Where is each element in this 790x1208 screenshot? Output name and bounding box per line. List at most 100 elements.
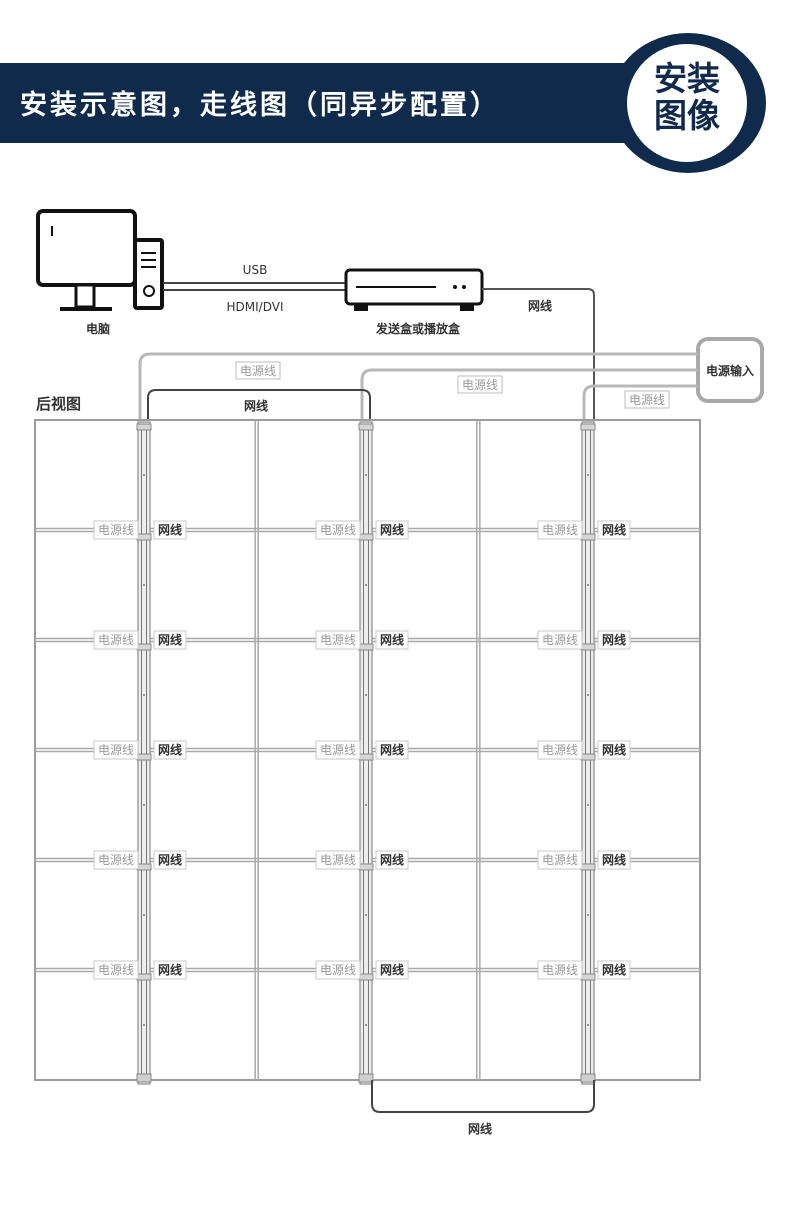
trunk-connector xyxy=(580,753,596,761)
trunk-connector xyxy=(580,973,596,981)
joint-power-tag xyxy=(537,960,583,980)
top-network-link xyxy=(147,389,371,425)
joint-power-label: 电源线 xyxy=(320,963,356,977)
joint-network-label: 网线 xyxy=(602,522,626,537)
bottom-network-link xyxy=(371,1080,595,1113)
joint-network-tag xyxy=(597,630,631,650)
hdmi-dvi-label: HDMI/DVI xyxy=(227,300,284,314)
power-input-label: 电源输入 xyxy=(706,363,754,378)
joint-power-label: 电源线 xyxy=(542,853,578,867)
trunk-dot xyxy=(143,914,145,916)
joint-power-tag xyxy=(93,960,139,980)
joint-network-tag xyxy=(597,520,631,540)
joint-power-tag xyxy=(93,850,139,870)
joint-network-tag xyxy=(153,630,187,650)
trunk-connector xyxy=(358,753,374,761)
trunk-dot xyxy=(587,914,589,916)
joint-power-label: 电源线 xyxy=(98,853,134,867)
joint-power-tag xyxy=(537,740,583,760)
sender-network-cable xyxy=(482,288,595,425)
joint-power-tag xyxy=(537,630,583,650)
badge-line-2: 图像 xyxy=(654,96,720,135)
joint-power-label: 电源线 xyxy=(542,963,578,977)
joint-network-label: 网线 xyxy=(602,632,626,647)
cable-trunk xyxy=(581,421,595,1085)
trunk-connector xyxy=(580,643,596,651)
cable-trunk xyxy=(359,421,373,1085)
joint-power-tag xyxy=(93,630,139,650)
trunk-connector xyxy=(580,533,596,541)
trunk-dot xyxy=(365,804,367,806)
trunk-dot xyxy=(587,694,589,696)
trunk-connector xyxy=(358,643,374,651)
bottom-network-label: 网线 xyxy=(468,1121,492,1136)
joint-network-label: 网线 xyxy=(158,632,182,647)
header-banner: 安装示意图，走线图（同异步配置） xyxy=(0,63,640,143)
joint-network-tag xyxy=(597,850,631,870)
joint-network-label: 网线 xyxy=(602,852,626,867)
computer-label: 电脑 xyxy=(86,321,110,336)
joint-network-tag xyxy=(597,960,631,980)
joint-network-tag xyxy=(375,520,409,540)
joint-power-label: 电源线 xyxy=(542,743,578,757)
trunk-connector xyxy=(580,423,596,431)
trunk-dot xyxy=(143,584,145,586)
joint-power-tag xyxy=(315,520,361,540)
sender-network-label: 网线 xyxy=(528,298,552,313)
computer-to-sender-cables xyxy=(163,282,346,291)
trunk-dot xyxy=(143,804,145,806)
cable-trunks xyxy=(136,421,596,1085)
trunk-connector xyxy=(580,863,596,871)
power-label-2: 电源线 xyxy=(462,378,498,392)
trunk-connector xyxy=(358,533,374,541)
joint-power-tag xyxy=(93,740,139,760)
joint-network-label: 网线 xyxy=(602,962,626,977)
joint-network-tag xyxy=(375,740,409,760)
joint-network-label: 网线 xyxy=(158,852,182,867)
row-joint-labels: 电源线网线电源线网线电源线网线电源线网线电源线网线电源线网线电源线网线电源线网线… xyxy=(93,520,631,980)
joint-network-tag xyxy=(375,630,409,650)
page-title: 安装示意图，走线图（同异步配置） xyxy=(20,90,500,121)
joint-power-tag xyxy=(315,850,361,870)
sender-box-icon xyxy=(344,268,484,311)
joint-power-tag xyxy=(315,630,361,650)
joint-power-tag xyxy=(537,850,583,870)
usb-label: USB xyxy=(243,263,268,277)
joint-network-tag xyxy=(153,520,187,540)
trunk-connector xyxy=(136,423,152,431)
trunk-dot xyxy=(365,914,367,916)
badge xyxy=(627,44,747,162)
trunk-dot xyxy=(587,1024,589,1026)
cable-trunk xyxy=(137,421,151,1085)
joint-network-tag xyxy=(153,850,187,870)
sender-label: 发送盒或播放盒 xyxy=(375,321,461,336)
joint-power-tag xyxy=(93,520,139,540)
badge-text: 安装 图像 xyxy=(627,60,747,134)
joint-power-tag xyxy=(315,740,361,760)
power-label-1: 电源线 xyxy=(240,364,276,378)
joint-power-label: 电源线 xyxy=(320,523,356,537)
joint-network-label: 网线 xyxy=(380,522,404,537)
joint-network-label: 网线 xyxy=(158,522,182,537)
power-label-3: 电源线 xyxy=(629,393,665,407)
badge-line-1: 安装 xyxy=(654,59,720,98)
joint-power-label: 电源线 xyxy=(320,853,356,867)
trunk-dot xyxy=(587,584,589,586)
trunk-dot xyxy=(587,474,589,476)
computer-icon xyxy=(36,209,164,311)
trunk-dot xyxy=(365,1024,367,1026)
power-feed-labels: 电源线 电源线 电源线 xyxy=(235,361,670,409)
joint-network-label: 网线 xyxy=(158,742,182,757)
joint-power-label: 电源线 xyxy=(98,523,134,537)
trunk-dot xyxy=(143,474,145,476)
trunk-connector xyxy=(136,643,152,651)
trunk-connector xyxy=(136,533,152,541)
joint-network-tag xyxy=(153,740,187,760)
trunk-end-cap xyxy=(136,1073,152,1083)
joint-network-tag xyxy=(597,740,631,760)
trunk-connector xyxy=(136,973,152,981)
trunk-connector xyxy=(358,423,374,431)
joint-network-tag xyxy=(153,960,187,980)
joint-power-label: 电源线 xyxy=(98,633,134,647)
